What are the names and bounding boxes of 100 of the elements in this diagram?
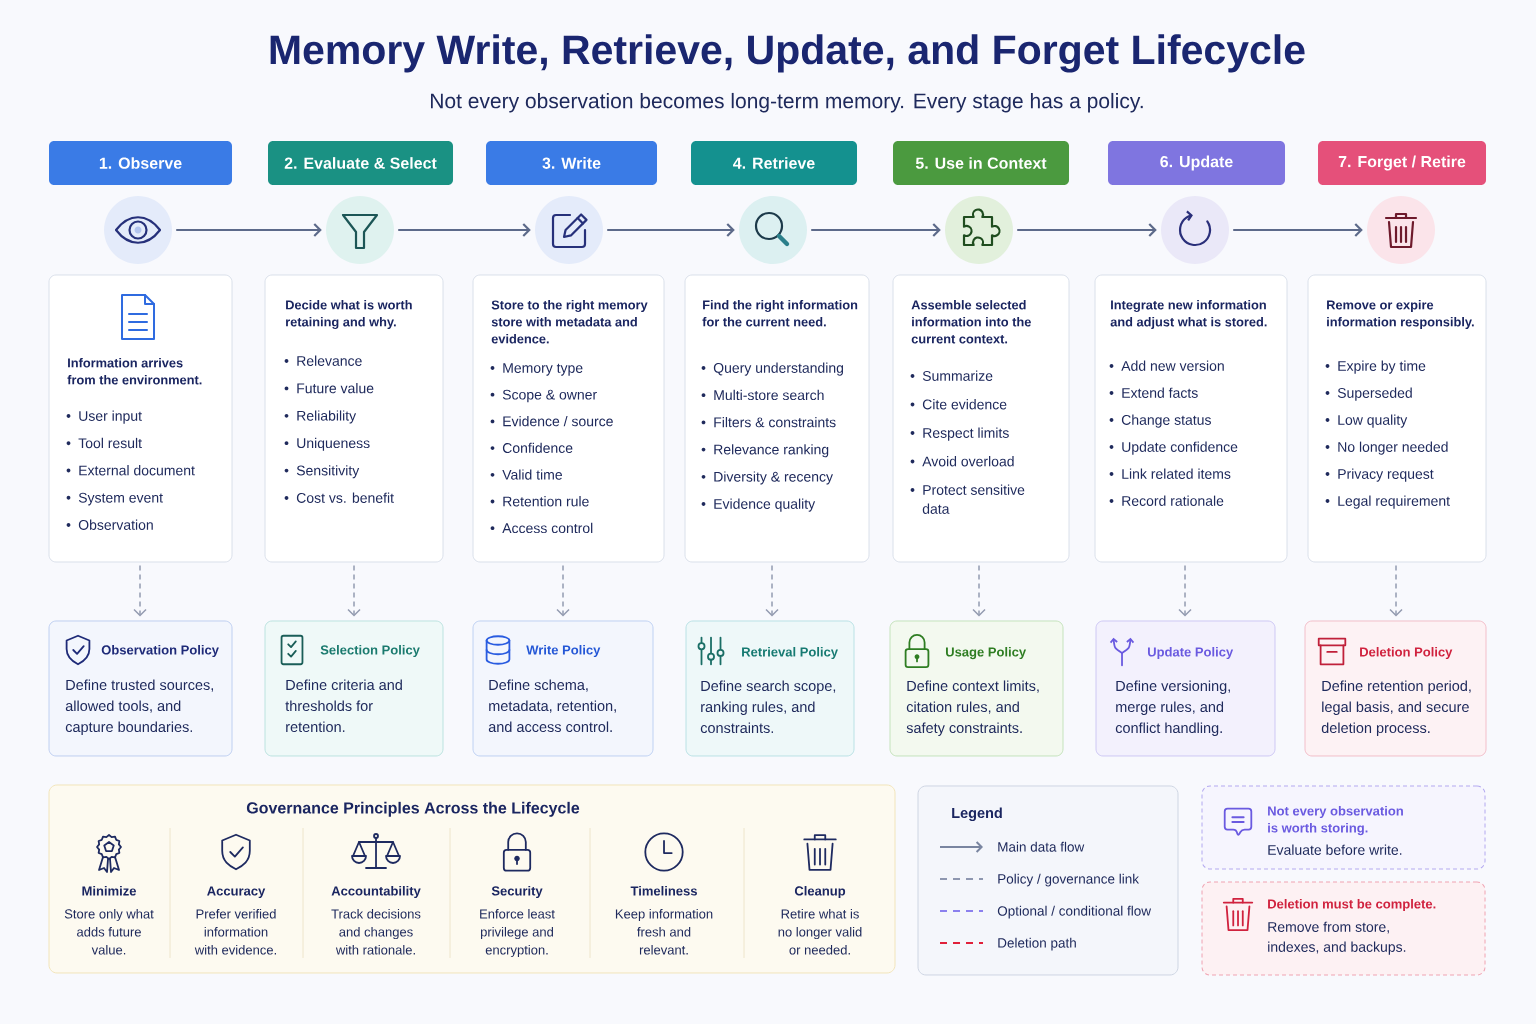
bullet-item: Diversity & recency bbox=[701, 471, 833, 485]
policy-text: Define schema, metadata, retention, and access control. bbox=[488, 679, 616, 733]
policy-title: Update Policy bbox=[1148, 647, 1234, 660]
bullet-item: Observation bbox=[66, 519, 153, 530]
bullet-item: Future value bbox=[284, 383, 374, 394]
bullet-item: Relevance bbox=[284, 355, 362, 366]
bullet-item: Filters & constraints bbox=[701, 417, 836, 428]
stage-card bbox=[472, 274, 665, 563]
principle-name: Timeliness bbox=[630, 886, 697, 896]
card-heading: Assemble selected information into the current context. bbox=[911, 300, 1031, 344]
bullet-item: Extend facts bbox=[1109, 387, 1198, 398]
title: Memory Write, Retrieve, Update, and Forget Lifecycle bbox=[270, 34, 1305, 73]
dashed-arrow bbox=[556, 564, 570, 617]
stage-card bbox=[264, 274, 444, 563]
bullet-item: Access control bbox=[490, 522, 593, 534]
bullet-item: Evidence / source bbox=[490, 416, 613, 427]
bullet-item: Tool result bbox=[66, 437, 142, 449]
bullet-item: Scope & owner bbox=[490, 389, 597, 403]
dashed-arrow bbox=[1178, 564, 1192, 617]
bullet-item: Relevance ranking bbox=[701, 444, 829, 458]
icon-circle bbox=[326, 196, 394, 264]
bullet-item: Record rationale bbox=[1109, 495, 1224, 506]
arrow bbox=[607, 223, 735, 237]
arrow bbox=[1233, 223, 1363, 237]
principle-text: Prefer verified information with evidence. bbox=[194, 909, 276, 955]
bullet-item: Update confidence bbox=[1109, 441, 1238, 455]
stage-header: 1. Observe bbox=[49, 141, 232, 185]
dashed-arrow bbox=[972, 564, 986, 617]
bullet-item: Confidence bbox=[490, 442, 573, 453]
bullet-item: Uniqueness bbox=[284, 437, 370, 451]
legend-label: Optional / conditional flow bbox=[997, 905, 1152, 919]
icon-circle bbox=[104, 196, 172, 264]
bullet-item: Retention rule bbox=[490, 496, 589, 507]
icon-circle bbox=[535, 196, 603, 264]
bullet-item: Cost vs. benefit bbox=[284, 492, 394, 503]
bullet-item: Query understanding bbox=[701, 362, 844, 376]
icon-circle bbox=[1367, 196, 1435, 264]
card-heading: Integrate new information and adjust what is stored. bbox=[1110, 300, 1267, 329]
card-heading: Find the right information for the current need. bbox=[702, 300, 858, 327]
policy-card bbox=[685, 620, 855, 757]
bullet-item: Avoid overload bbox=[910, 456, 1014, 467]
policy-text: Define trusted sources, allowed tools, and capture boundaries. bbox=[65, 679, 213, 735]
icon-circle bbox=[1161, 196, 1229, 264]
policy-card bbox=[264, 620, 444, 757]
stage-card bbox=[48, 274, 233, 563]
bullet-item: Summarize bbox=[910, 370, 993, 381]
stage-header: 2. Evaluate & Select bbox=[268, 141, 453, 185]
subtitle: Not every observation becomes long-term memory. Every stage has a policy. bbox=[431, 92, 1143, 113]
card-heading: Remove or expire information responsibly. bbox=[1327, 300, 1474, 329]
arrow bbox=[398, 223, 531, 237]
bullet-item: Link related items bbox=[1109, 468, 1231, 479]
dashed-arrow bbox=[133, 564, 147, 617]
policy-title: Usage Policy bbox=[946, 647, 1027, 660]
card-heading: Store to the right memory store with metadata and evidence. bbox=[491, 300, 648, 344]
legend-label: Main data flow bbox=[998, 841, 1085, 852]
principle-text: Enforce least privilege and encryption. bbox=[480, 909, 555, 958]
bullet-item: Sensitivity bbox=[284, 465, 360, 479]
legend-label: Deletion path bbox=[998, 937, 1076, 951]
card-heading: Information arrives from the environment. bbox=[67, 358, 202, 385]
policy-title: Selection Policy bbox=[320, 645, 420, 658]
stage-card bbox=[1094, 274, 1288, 563]
policy-card bbox=[1304, 620, 1487, 757]
principle-name: Security bbox=[491, 886, 543, 899]
policy-title: Retrieval Policy bbox=[742, 647, 838, 660]
policy-title: Write Policy bbox=[526, 645, 601, 658]
bullet-item: Expire by time bbox=[1325, 360, 1426, 374]
principle-name: Accountability bbox=[331, 886, 421, 899]
note-box bbox=[1201, 785, 1486, 870]
dashed-arrow bbox=[765, 564, 779, 617]
icon-circle bbox=[739, 196, 807, 264]
stage-header: 6. Update bbox=[1108, 141, 1285, 185]
bullet-item: Memory type bbox=[490, 363, 583, 376]
policy-text: Define criteria and thresholds for retention. bbox=[285, 679, 402, 733]
principle-text: Store only what adds future value. bbox=[64, 909, 154, 955]
policy-text: Define retention period, legal basis, and secure deletion process. bbox=[1321, 680, 1471, 736]
stage-header: 7. Forget / Retire bbox=[1318, 141, 1486, 185]
bullet-item: Privacy request bbox=[1325, 468, 1434, 482]
dashed-arrow bbox=[1389, 564, 1403, 617]
principle-text: Track decisions and changes with rationale. bbox=[331, 909, 421, 955]
stage-header: 3. Write bbox=[486, 141, 657, 185]
bullet-item: Protect sensitive data bbox=[910, 484, 1025, 514]
bullet-item: Evidence quality bbox=[701, 498, 816, 512]
panel-title: Governance Principles Across the Lifecycle bbox=[246, 801, 580, 817]
bullet-item: Multi-store search bbox=[701, 389, 824, 401]
bullet-item: Change status bbox=[1109, 414, 1211, 428]
legend-label: Policy / governance link bbox=[998, 873, 1140, 887]
legend-title: Legend bbox=[952, 807, 1002, 821]
bullet-item: User input bbox=[66, 410, 142, 424]
principle-name: Accuracy bbox=[207, 886, 266, 899]
card-heading: Decide what is worth retaining and why. bbox=[286, 300, 412, 330]
stage-card bbox=[1307, 274, 1487, 563]
bullet-item: Valid time bbox=[490, 469, 562, 480]
principle-text: Keep information fresh and relevant. bbox=[615, 909, 713, 955]
note-box bbox=[1201, 881, 1486, 976]
policy-card bbox=[1095, 620, 1276, 757]
principle-text: Retire what is no longer valid or needed. bbox=[778, 909, 862, 955]
bullet-item: Low quality bbox=[1325, 414, 1408, 428]
policy-title: Deletion Policy bbox=[1360, 647, 1453, 660]
arrow bbox=[1017, 223, 1157, 237]
icon-circle bbox=[945, 196, 1013, 264]
